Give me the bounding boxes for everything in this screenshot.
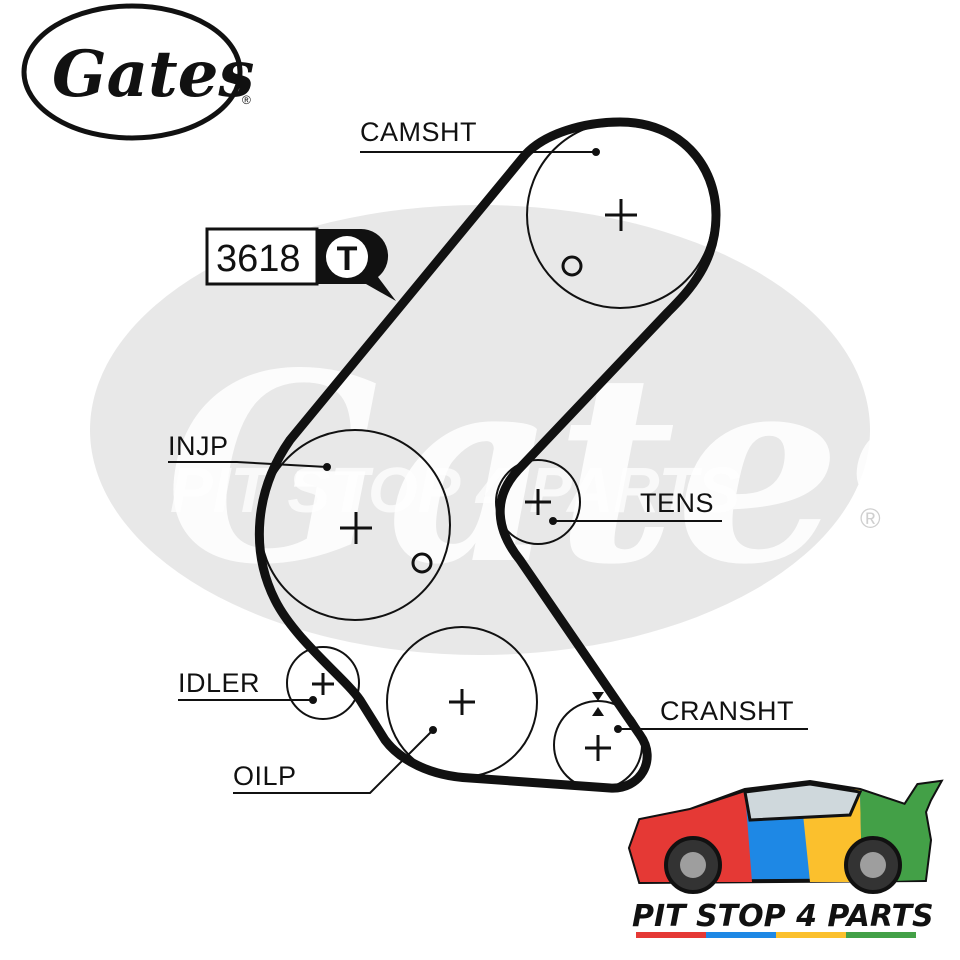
camshaft-center-cross (605, 199, 637, 231)
registered-mark: ® (242, 93, 251, 107)
crank-timing-arrows (592, 692, 604, 716)
label-crankshaft: CRANSHT (660, 696, 794, 726)
gates-watermark: Gates ® PIT STOP 4 PARTS (90, 205, 960, 655)
part-code: 3618 (216, 238, 301, 280)
tensioner-badge: T (337, 240, 358, 278)
pit-stop-logo: PIT STOP 4 PARTS (627, 779, 944, 938)
leader-lines (168, 148, 808, 794)
timing-belt (254, 117, 721, 793)
gates-logo-text: Gates (52, 37, 254, 112)
tens-center-cross (525, 489, 551, 515)
idler-center-cross (312, 673, 334, 695)
injp-center-cross (340, 512, 372, 544)
camshaft-timing-mark (561, 255, 583, 277)
shop-name: PIT STOP 4 PARTS (632, 899, 934, 934)
label-idler: IDLER (178, 668, 260, 698)
crank-center-cross (585, 735, 611, 761)
tensioner-pulley (495, 459, 581, 545)
gates-logo: Gates ® (21, 3, 254, 141)
label-tensioner: TENS (640, 488, 714, 518)
oilp-center-cross (449, 689, 475, 715)
idler-pulley (286, 646, 360, 720)
pulley-centers (312, 199, 637, 761)
label-injection-pump: INJP (168, 431, 229, 461)
injp-timing-mark (411, 552, 433, 574)
label-oil-pump: OILP (233, 761, 297, 791)
watermark-registered-mark: ® (860, 503, 881, 534)
watermark-logo-text: Gates (165, 317, 960, 622)
label-camshaft: CAMSHT (360, 117, 477, 147)
part-code-callout: 3618 T (205, 227, 396, 301)
